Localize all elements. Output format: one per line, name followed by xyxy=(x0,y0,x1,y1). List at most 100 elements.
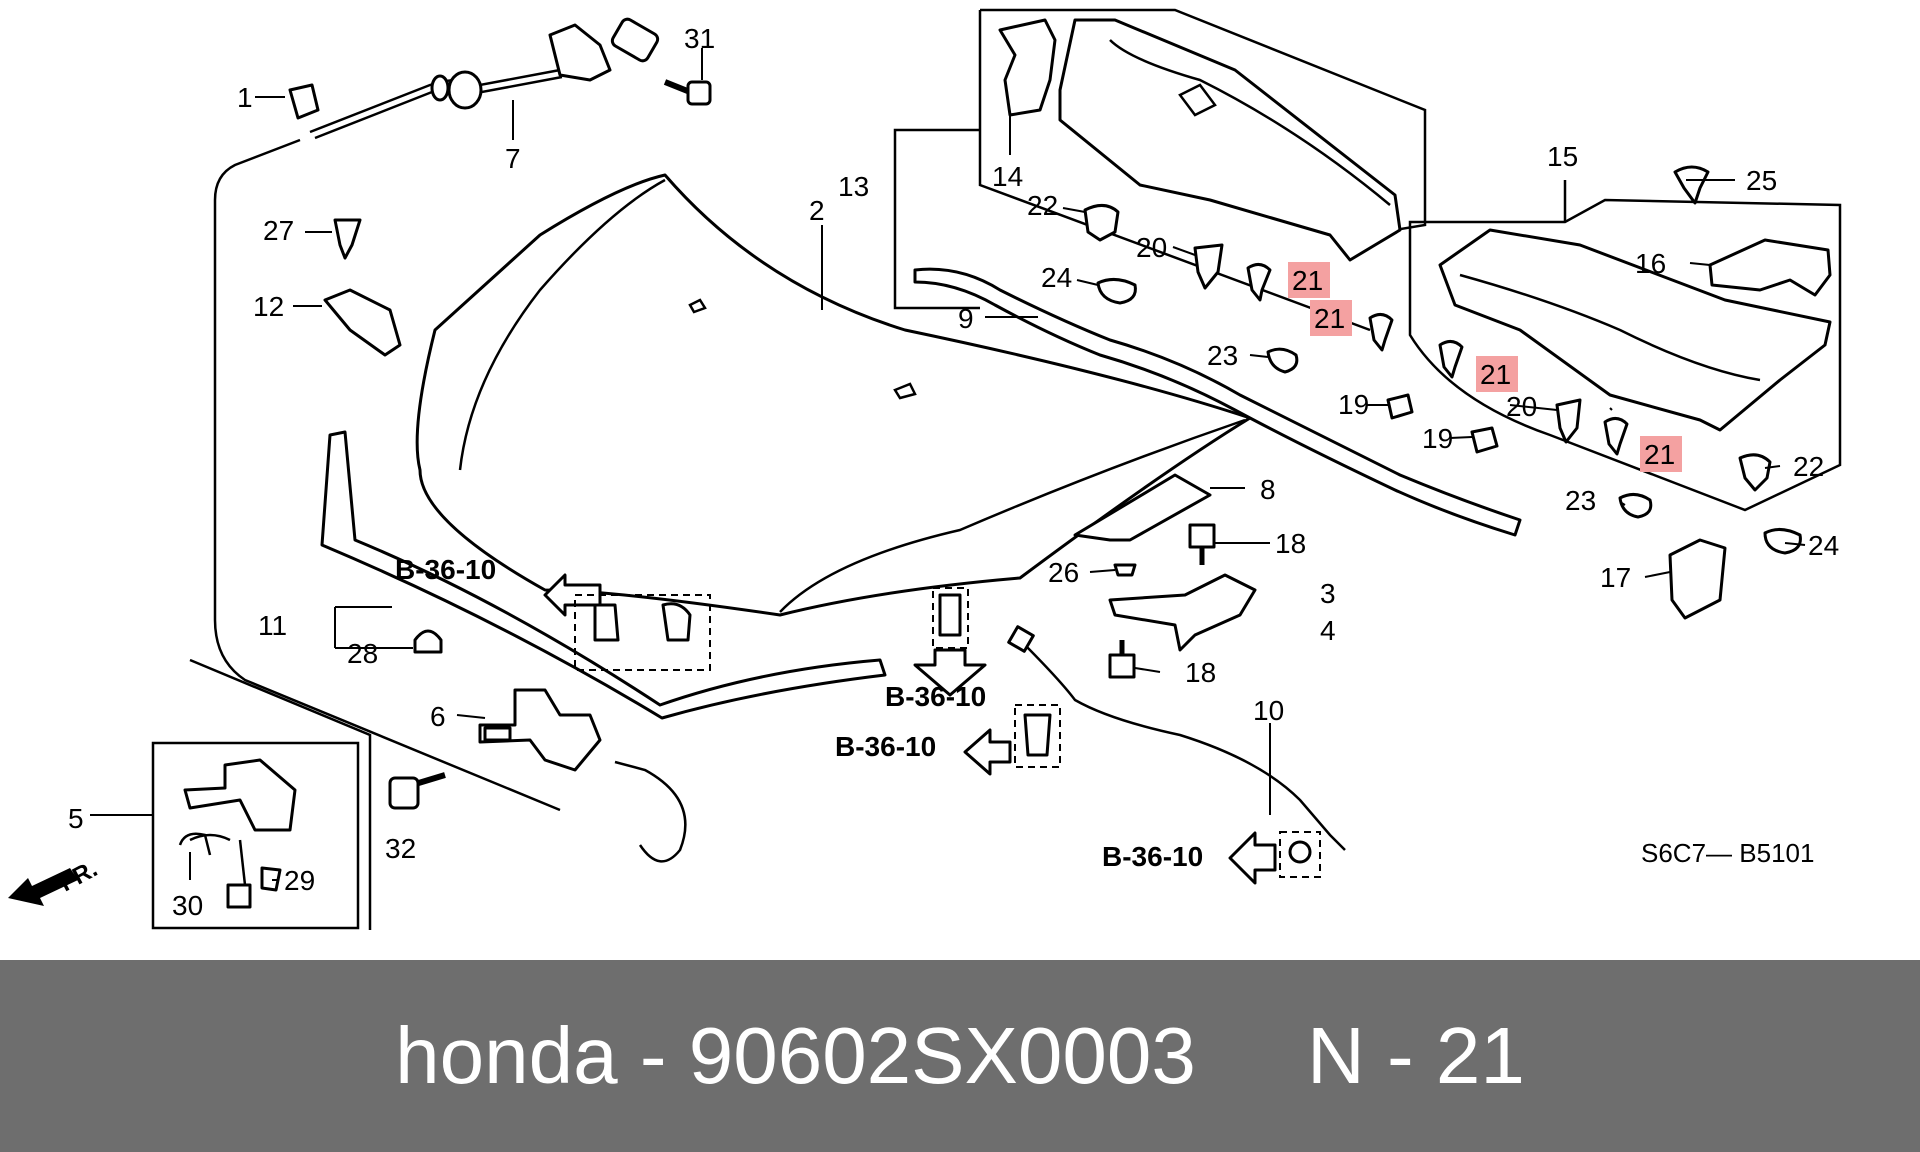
grommet-23-right-shape xyxy=(1618,493,1653,519)
callout-22-top: 22 xyxy=(1027,190,1058,221)
part-number-title: honda - 90602SX0003 N - 21 xyxy=(395,1011,1525,1100)
bracket-12-shape xyxy=(323,288,402,357)
callout-labels: 1 2 3 4 5 6 7 8 9 10 11 12 13 14 15 16 1… xyxy=(68,23,1839,921)
cowl-left-end-shape xyxy=(998,18,1057,117)
callout-21-a: 21 xyxy=(1292,265,1323,296)
callout-5: 5 xyxy=(68,803,84,834)
grommet-23-top-shape xyxy=(1266,347,1299,374)
callout-18-bottom: 18 xyxy=(1185,657,1216,688)
callout-12: 12 xyxy=(253,291,284,322)
bracket-13 xyxy=(893,128,980,310)
callout-30: 30 xyxy=(172,890,203,921)
hinge-shape xyxy=(1108,573,1257,652)
callout-4: 4 xyxy=(1320,615,1336,646)
callout-21-highlight-c xyxy=(1476,356,1518,392)
parts-diagram: 1 2 3 4 5 6 7 8 9 10 11 12 13 14 15 16 1… xyxy=(8,8,1842,930)
latch-assy-shape xyxy=(183,758,297,909)
clip-19-a-shape xyxy=(1386,393,1414,420)
hood-edge xyxy=(779,418,1246,613)
callout-21-highlight-a xyxy=(1288,262,1330,298)
callout-2: 2 xyxy=(809,195,825,226)
callout-21-highlight-b xyxy=(1310,300,1352,336)
callout-21-highlight-d xyxy=(1640,436,1682,472)
callout-25: 25 xyxy=(1746,165,1777,196)
callout-32: 32 xyxy=(385,833,416,864)
callout-16: 16 xyxy=(1635,248,1666,279)
section-ref-hood: B-36-10 xyxy=(885,681,986,712)
clip-28-shape xyxy=(413,629,443,654)
front-arrow-icon xyxy=(8,868,78,906)
ref-b-36-10-rod xyxy=(1228,831,1321,885)
clip-19-b-shape xyxy=(1470,426,1499,454)
clip-21-d-shape xyxy=(1603,417,1629,456)
release-cable xyxy=(309,17,660,140)
callout-28: 28 xyxy=(347,638,378,669)
callout-20-top: 20 xyxy=(1136,232,1167,263)
cowl-group-outline xyxy=(978,8,1427,332)
callout-24-right: 24 xyxy=(1808,530,1839,561)
clip-30-shape xyxy=(178,832,212,856)
clip-21-a-shape xyxy=(1246,263,1272,302)
clip-29-shape xyxy=(260,866,282,892)
latch-box xyxy=(151,741,360,930)
hood-shape xyxy=(415,173,1252,617)
grommet-24-top-shape xyxy=(1096,278,1137,305)
callout-21-d: 21 xyxy=(1644,439,1675,470)
section-ref-rod: B-36-10 xyxy=(1102,841,1203,872)
leader-lines xyxy=(90,48,1806,881)
callout-27: 27 xyxy=(263,215,294,246)
callout-19-b: 19 xyxy=(1422,423,1453,454)
clip-21-b-shape xyxy=(1368,313,1394,352)
clip-21-c-shape xyxy=(1438,340,1464,379)
callout-13: 13 xyxy=(838,171,869,202)
callout-15: 15 xyxy=(1547,141,1578,172)
callout-21-b: 21 xyxy=(1314,303,1345,334)
callout-11: 11 xyxy=(258,610,287,641)
hinge-8-shape xyxy=(1073,473,1212,542)
clip-20-top-shape xyxy=(1193,243,1224,290)
callout-20-right: 20 xyxy=(1506,391,1537,422)
ref-b-36-10-seal xyxy=(543,573,711,671)
bracket-17-shape xyxy=(1668,538,1727,620)
callout-14: 14 xyxy=(992,161,1023,192)
section-ref-hinge: B-36-10 xyxy=(835,731,936,762)
callout-26: 26 xyxy=(1048,557,1079,588)
weatherstrip-9-shape xyxy=(913,267,1522,537)
clip-26-shape xyxy=(1113,563,1137,577)
support-rod-shape xyxy=(1019,639,1346,851)
callout-23-top: 23 xyxy=(1207,340,1238,371)
bracket-16-shape xyxy=(1708,238,1832,297)
clip-22-top-shape xyxy=(1083,204,1120,242)
clip-25-shape xyxy=(1673,165,1710,205)
callout-6: 6 xyxy=(430,701,446,732)
clip-1-shape xyxy=(288,83,320,120)
clip-20-right-shape xyxy=(1555,398,1582,444)
hood-group-outline xyxy=(213,138,561,812)
callout-23-right: 23 xyxy=(1565,485,1596,516)
callout-3: 3 xyxy=(1320,578,1336,609)
callout-9: 9 xyxy=(958,303,974,334)
cowl-right-shape xyxy=(1438,228,1832,432)
footer-bar: honda - 90602SX0003 N - 21 xyxy=(0,960,1920,1152)
callout-7: 7 xyxy=(505,143,521,174)
callout-22-right: 22 xyxy=(1793,451,1824,482)
bolt-31-shape xyxy=(663,79,712,106)
callout-29: 29 xyxy=(284,865,315,896)
callout-19-a: 19 xyxy=(1338,389,1369,420)
grommet-24-right-shape xyxy=(1763,528,1802,555)
section-ref-seal: B-36-10 xyxy=(395,554,496,585)
hood-latch-shape xyxy=(478,688,602,772)
callout-18-top: 18 xyxy=(1275,528,1306,559)
ref-b-36-10-hinge xyxy=(963,704,1061,776)
callout-17: 17 xyxy=(1600,562,1631,593)
latch-cable xyxy=(614,760,687,863)
ref-b-36-10-hood xyxy=(913,587,987,697)
cowl-left-shape xyxy=(1058,18,1402,262)
callout-8: 8 xyxy=(1260,474,1276,505)
callout-24-top: 24 xyxy=(1041,262,1072,293)
front-label: FR. xyxy=(55,855,102,897)
callout-31: 31 xyxy=(684,23,715,54)
bolt-18-top-shape xyxy=(1188,523,1216,565)
lower-group-line xyxy=(189,658,372,930)
callout-21-c: 21 xyxy=(1480,359,1511,390)
